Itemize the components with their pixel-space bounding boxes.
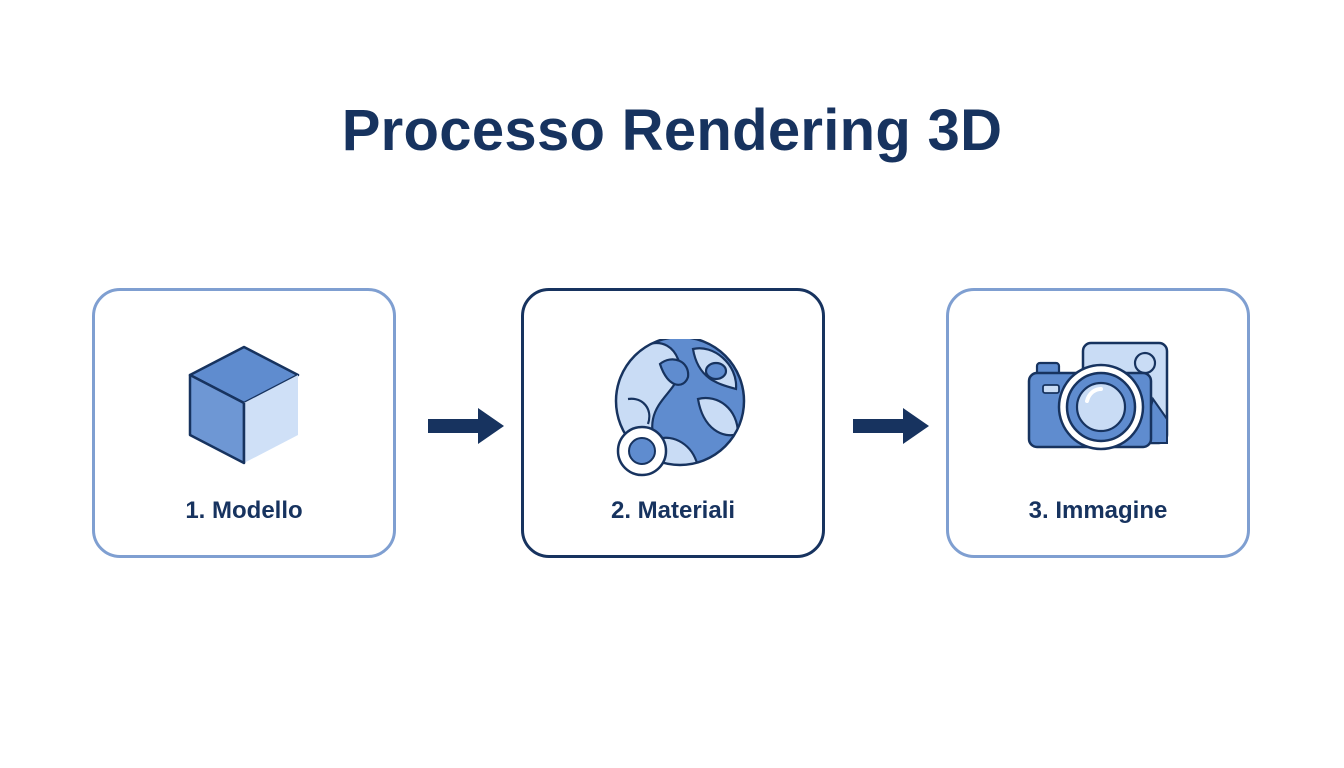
right-arrow-icon [428, 408, 504, 444]
right-arrow-icon [853, 408, 929, 444]
step-card-immagine: 3. Immagine [946, 288, 1250, 558]
diagram-title: Processo Rendering 3D [341, 98, 1003, 163]
material-sphere-icon [614, 339, 746, 477]
step-label: 2. Materiali [610, 497, 736, 524]
step-label: 3. Immagine [1028, 497, 1168, 524]
step-label: 1. Modello [185, 497, 303, 524]
step-card-materiali: 2. Materiali [521, 288, 825, 558]
cube-icon [188, 345, 300, 465]
camera-icon [1027, 341, 1169, 451]
step-card-modello: 1. Modello [92, 288, 396, 558]
